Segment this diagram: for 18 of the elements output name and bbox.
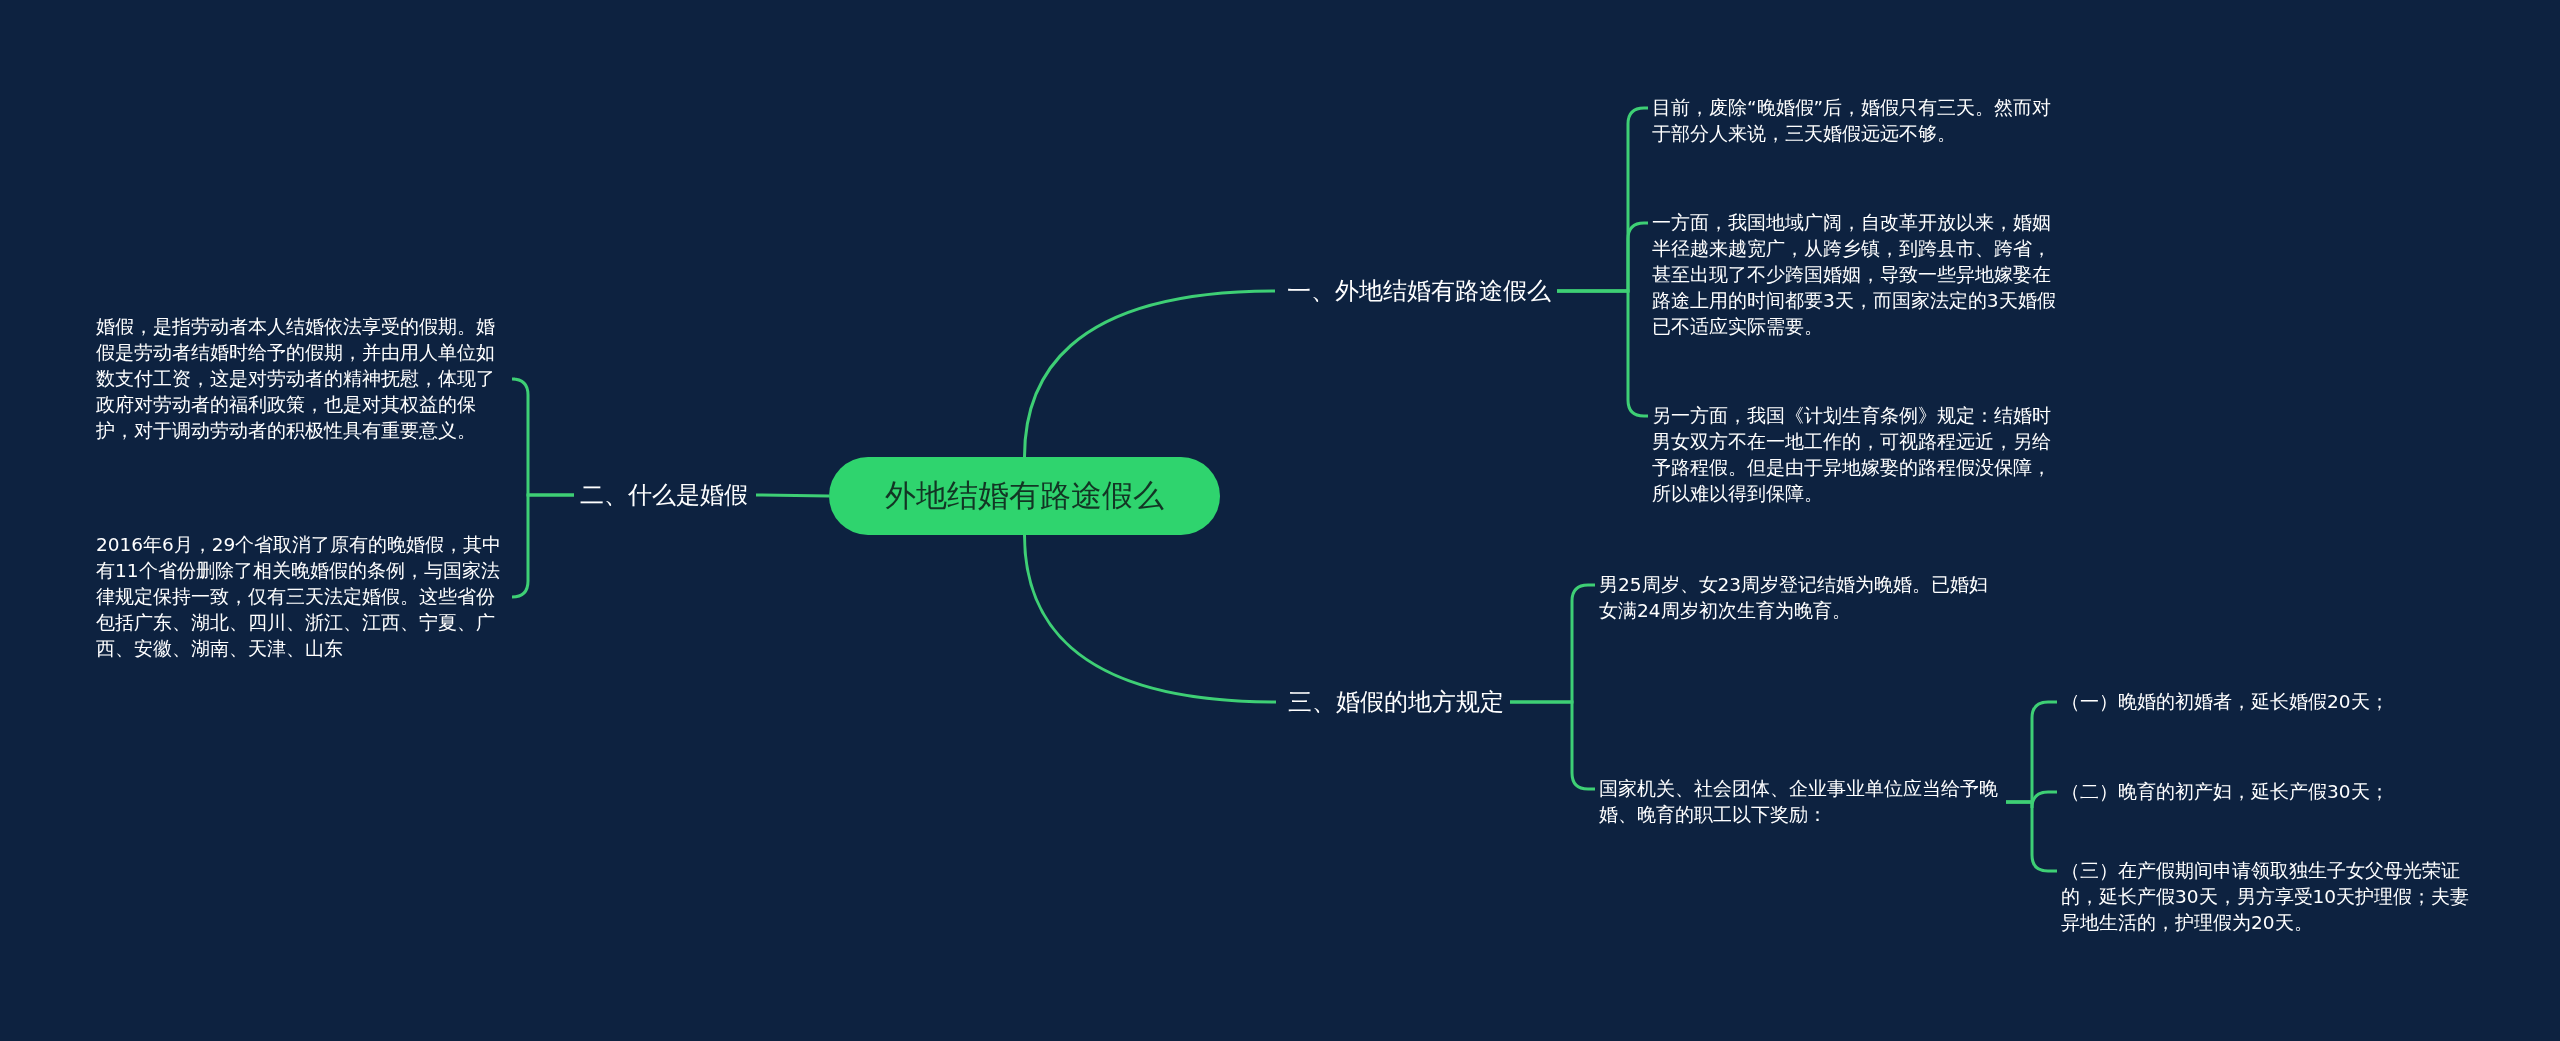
note-text: 男25周岁、女23周岁登记结婚为晚婚。已婚妇女满24周岁初次生育为晚育。	[1599, 572, 2004, 624]
topic-label: 一、外地结婚有路途假么	[1283, 276, 1555, 306]
note-text: （一）晚婚的初婚者，延长婚假20天；	[2061, 689, 2476, 715]
connector-line	[1023, 534, 1277, 704]
connector-line	[1023, 289, 1276, 458]
topic-label: 二、什么是婚假	[576, 480, 752, 510]
note-text: （三）在产假期间申请领取独生子女父母光荣证的，延长产假30天，男方享受10天护理假；夫妻异地生活的，护理假为20天。	[2061, 858, 2476, 936]
note-text: 一方面，我国地域广阔，自改革开放以来，婚姻半径越来越宽广，从跨乡镇，到跨县市、跨省，甚至出现了不少跨国婚姻，导致一些异地嫁娶在路途上用的时间都要3天，而国家法定的3天婚假已不适应实际需要。	[1652, 210, 2067, 340]
central-topic: 外地结婚有路途假么	[829, 457, 1220, 535]
note-text: 婚假，是指劳动者本人结婚依法享受的假期。婚假是劳动者结婚时给予的假期，并由用人单位如数支付工资，这是对劳动者的精神抚慰，体现了政府对劳动者的福利政策，也是对其权益的保护，对于调动劳动者的积极性具有重要意义。	[96, 314, 511, 444]
note-text: （二）晚育的初产妇，延长产假30天；	[2061, 779, 2476, 805]
note-text: 2016年6月，29个省取消了原有的晚婚假，其中有11个省份删除了相关晚婚假的条例，与国家法律规定保持一致，仅有三天法定婚假。这些省份包括广东、湖北、四川、浙江、江西、宁夏、广西、安徽、湖南、天津、山东	[96, 532, 511, 662]
note-text: 目前，废除“晚婚假”后，婚假只有三天。然而对于部分人来说，三天婚假远远不够。	[1652, 95, 2067, 147]
connector-line	[755, 493, 830, 498]
note-text: 国家机关、社会团体、企业事业单位应当给予晚婚、晚育的职工以下奖励：	[1599, 776, 2004, 828]
note-text: 另一方面，我国《计划生育条例》规定：结婚时男女双方不在一地工作的，可视路程远近，另给予路程假。但是由于异地嫁娶的路程假没保障，所以难以得到保障。	[1652, 403, 2067, 507]
connector-line	[510, 493, 574, 599]
topic-label: 三、婚假的地方规定	[1284, 687, 1508, 717]
